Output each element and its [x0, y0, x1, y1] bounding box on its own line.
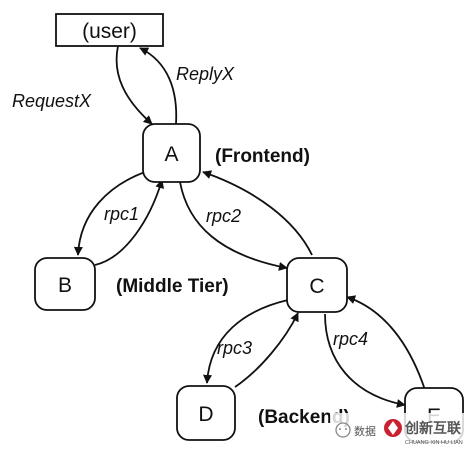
edge-label-rpc1: rpc1 [104, 204, 139, 224]
edge-label-rpc3: rpc3 [217, 338, 252, 358]
node-a: A [142, 123, 201, 183]
node-d: D [176, 385, 236, 441]
edge-label-rpc4: rpc4 [333, 329, 368, 349]
edge-reply-a-to-user [139, 47, 178, 125]
node-c: C [286, 257, 348, 313]
node-a-label: A [164, 143, 178, 166]
tier-label-frontend: (Frontend) [215, 146, 310, 167]
tier-label-backend: (Backend) [258, 407, 350, 428]
node-b-label: B [58, 274, 72, 297]
watermark-left-text: 数据 [354, 424, 376, 438]
watermark-brand-text: 创新互联 [404, 420, 462, 436]
edge-label-rpc2: rpc2 [206, 206, 241, 226]
edge-rpc3-d-to-c [234, 312, 299, 388]
edge-label-request: RequestX [12, 91, 92, 111]
wechat-icon [335, 422, 351, 438]
edge-request-user-to-a [115, 45, 153, 125]
edge-rpc1-b-to-a [94, 179, 164, 266]
node-user-label: (user) [82, 20, 137, 43]
node-c-label: C [309, 275, 324, 298]
edge-rpc2-c-to-a [202, 170, 313, 256]
tier-label-middle: (Middle Tier) [116, 276, 229, 297]
edge-rpc3-c-to-d [203, 299, 289, 384]
node-b: B [34, 257, 96, 311]
node-d-label: D [198, 403, 213, 426]
edge-label-reply: ReplyX [176, 64, 235, 84]
edge-rpc4-c-to-e [324, 313, 406, 408]
edge-rpc2-a-to-c [179, 181, 288, 271]
watermark: 数据 创新互联 CHUANG XIN HU LIAN [330, 413, 474, 451]
edge-rpc4-e-to-c [346, 295, 426, 391]
edge-rpc1-a-to-b [73, 171, 146, 256]
node-user: (user) [55, 13, 164, 47]
watermark-brand-sub-text: CHUANG XIN HU LIAN [405, 440, 463, 446]
